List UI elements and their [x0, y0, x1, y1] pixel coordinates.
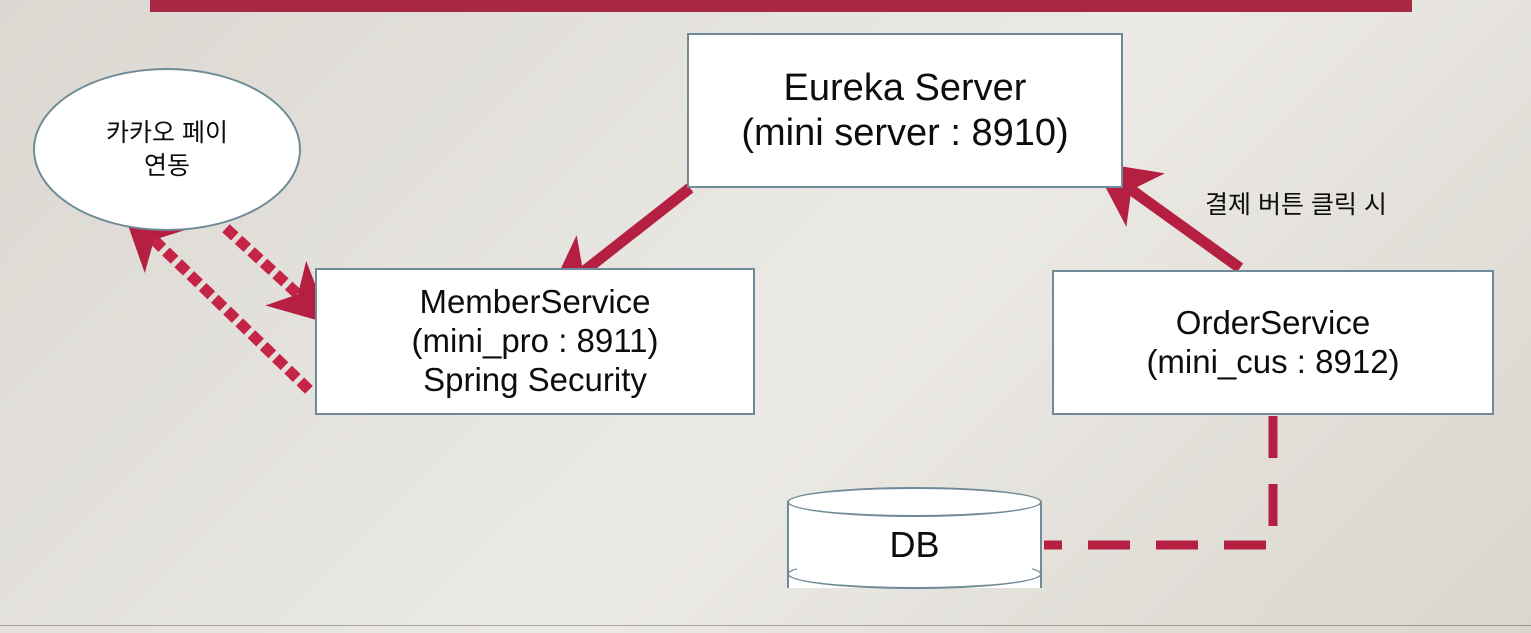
database-label: DB: [889, 523, 940, 565]
top-accent-bar: [150, 0, 1412, 12]
member-service-title: MemberService: [419, 283, 651, 321]
node-database[interactable]: DB: [787, 487, 1042, 602]
database-cylinder-top: [787, 487, 1042, 517]
bottom-divider: [0, 625, 1531, 626]
node-kakao-pay[interactable]: 카카오 페이 연동: [33, 68, 301, 231]
connector-kakao-to-member: [222, 224, 331, 325]
node-order-service[interactable]: OrderService (mini_cus : 8912): [1052, 270, 1494, 415]
node-eureka-server[interactable]: Eureka Server (mini server : 8910): [687, 33, 1123, 188]
order-service-port: (mini_cus : 8912): [1146, 342, 1400, 380]
annotation-payment-click: 결제 버튼 클릭 시: [1205, 191, 1387, 219]
kakao-pay-line2: 연동: [143, 151, 190, 180]
member-service-port: (mini_pro : 8911): [411, 322, 659, 360]
database-cylinder-bottom: [787, 559, 1042, 589]
connector-member-to-kakao: [122, 209, 313, 394]
eureka-port: (mini server : 8910): [741, 111, 1069, 154]
eureka-title: Eureka Server: [783, 66, 1027, 109]
kakao-pay-line1: 카카오 페이: [106, 119, 228, 147]
node-member-service[interactable]: MemberService (mini_pro : 8911) Spring S…: [315, 268, 755, 415]
connector-order-to-db: [1044, 416, 1278, 550]
order-service-title: OrderService: [1175, 303, 1371, 341]
connector-eureka-to-member: [545, 183, 694, 302]
member-service-security: Spring Security: [423, 360, 647, 398]
